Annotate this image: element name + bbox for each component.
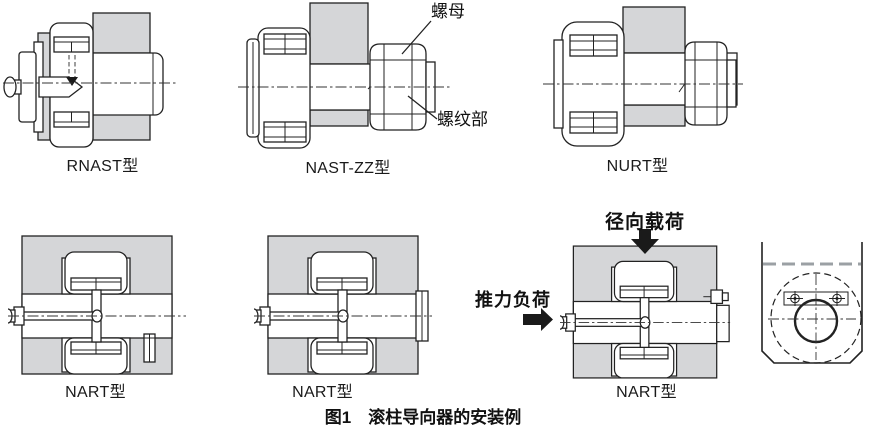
roller-outline-dashed <box>770 272 862 364</box>
side-bolt <box>703 289 730 343</box>
label-nast-zz: NAST-ZZ型 <box>305 160 391 177</box>
grease-passage <box>66 55 78 86</box>
bottom-roller <box>307 337 377 375</box>
nart-drawing-3 <box>560 245 731 379</box>
nart-drawing-1 <box>8 235 186 375</box>
top-roller <box>61 251 131 295</box>
nurt-drawing <box>543 6 743 147</box>
grease-nipple-icon <box>3 76 22 98</box>
stud <box>18 41 84 133</box>
bottom-roller <box>610 342 678 379</box>
label-nart-2: NART型 <box>292 384 353 401</box>
bottom-roller <box>61 337 131 375</box>
thrust-load-label: 推力负荷 <box>475 290 551 310</box>
nart-drawing-2 <box>254 235 432 375</box>
pin-plate <box>783 291 849 306</box>
outer-ring <box>246 27 311 149</box>
housing-outline <box>761 242 863 364</box>
label-nart-1: NART型 <box>65 384 126 401</box>
set-screw <box>143 333 156 363</box>
figure-caption: 图1 滚柱导向器的安装例 <box>324 408 522 427</box>
housing-block <box>622 6 686 127</box>
label-rnast: RNAST型 <box>66 158 139 175</box>
label-nart-3: NART型 <box>616 384 677 401</box>
threaded-stub <box>726 59 737 108</box>
callout-nut: 螺母 <box>431 2 465 21</box>
shaft <box>92 52 164 116</box>
rnast-drawing <box>3 12 176 148</box>
callout-threaded-part: 螺纹部 <box>437 110 488 129</box>
hex-nut <box>684 41 728 126</box>
nast-zz-drawing <box>238 2 450 149</box>
label-nurt: NURT型 <box>606 158 669 175</box>
radial-load-label: 径向载荷 <box>605 212 686 233</box>
top-roller <box>610 260 678 303</box>
end-view-drawing <box>761 242 863 364</box>
top-roller <box>307 251 377 295</box>
